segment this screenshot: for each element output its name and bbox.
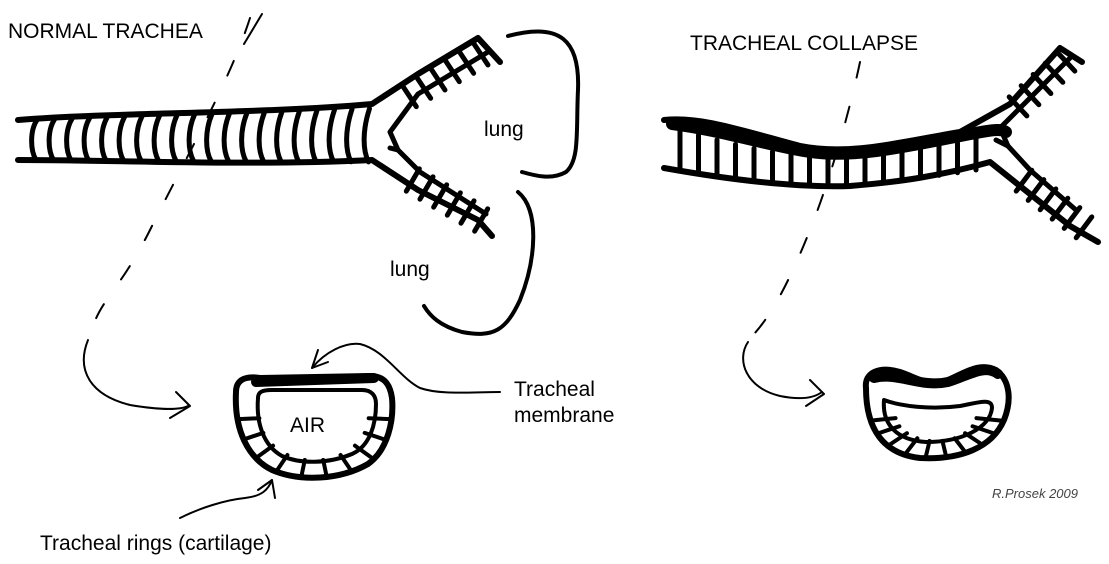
cross-section-ring-segment bbox=[257, 446, 273, 458]
collapsed-trachea-tube bbox=[664, 48, 1098, 242]
tracheal-ring bbox=[207, 114, 212, 161]
tracheal-ring bbox=[172, 115, 177, 161]
tracheal-ring bbox=[329, 110, 334, 162]
collapsed-lower-bronchus-rings bbox=[1016, 170, 1092, 237]
normal-curved-arrow bbox=[84, 340, 188, 409]
upper-lung-label: lung bbox=[484, 118, 524, 141]
rings-pointer-arrow bbox=[180, 480, 272, 518]
tracheal-ring bbox=[49, 119, 54, 160]
cross-section-ring-segment bbox=[244, 433, 264, 440]
tracheal-ring bbox=[259, 112, 264, 161]
collapsed-upper-bronchus-rings bbox=[1009, 52, 1075, 116]
normal-dashed-leader bbox=[92, 18, 250, 330]
lower-lung-label: lung bbox=[390, 258, 430, 281]
lower-lung-outline bbox=[424, 192, 533, 334]
tracheal-collapse-title: TRACHEAL COLLAPSE bbox=[690, 32, 918, 55]
tracheal-rings-label: Tracheal rings (cartilage) bbox=[40, 532, 271, 555]
tracheal-ring bbox=[224, 113, 229, 161]
cross-section-ring-segment bbox=[369, 418, 390, 419]
air-label: AIR bbox=[290, 414, 325, 437]
upper-lung-outline bbox=[508, 31, 578, 176]
tracheal-ring bbox=[294, 111, 299, 162]
collapse-dashed-leader bbox=[748, 62, 860, 340]
cross-section-ring-segment bbox=[976, 418, 1001, 420]
tracheal-ring bbox=[154, 116, 159, 161]
tracheal-ring bbox=[84, 118, 89, 160]
tracheal-ring bbox=[312, 110, 317, 161]
cross-section-ring-segment bbox=[965, 433, 983, 445]
tracheal-ring bbox=[119, 117, 124, 161]
membrane-label-line1: Tracheal bbox=[514, 378, 595, 401]
tracheal-ring bbox=[137, 116, 142, 160]
cross-section-ring-segment bbox=[955, 438, 966, 453]
tracheal-ring bbox=[347, 109, 352, 162]
cross-section-ring-segment bbox=[871, 418, 896, 420]
membrane-label-line2: membrane bbox=[514, 404, 614, 427]
cross-section-ring-segment bbox=[238, 418, 259, 419]
tracheal-ring bbox=[364, 109, 369, 162]
membrane-pointer-arrow bbox=[312, 344, 500, 393]
tracheal-ring bbox=[67, 119, 72, 160]
normal-trachea-title: NORMAL TRACHEA bbox=[8, 20, 203, 43]
tracheal-ring bbox=[102, 118, 107, 161]
tracheal-ring bbox=[277, 112, 282, 162]
collapsed-cross-section bbox=[866, 367, 1009, 458]
author-credit: R.Prosek 2009 bbox=[992, 486, 1078, 501]
normal-trachea-tube bbox=[18, 38, 500, 236]
collapse-curved-arrow bbox=[743, 342, 822, 398]
tracheal-ring bbox=[32, 120, 37, 160]
tracheal-ring bbox=[242, 113, 247, 161]
